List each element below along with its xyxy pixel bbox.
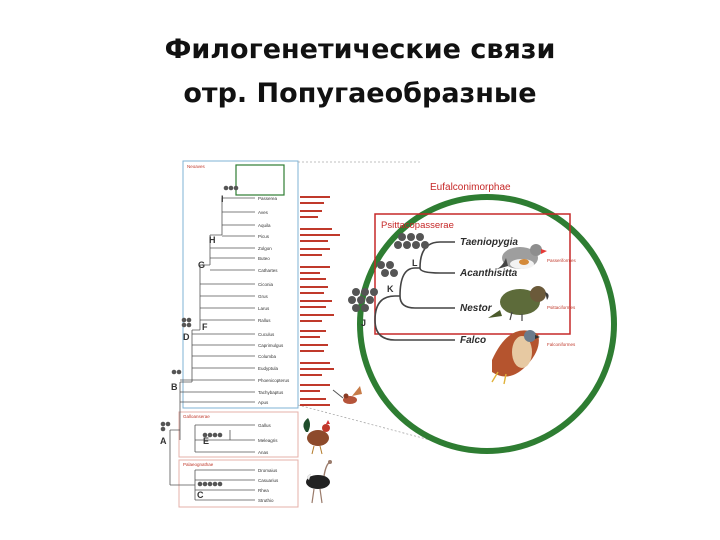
- tip-label: Zolgon: [258, 246, 272, 251]
- palaeognathae-label: Palaeognathae: [183, 462, 214, 467]
- taxon-label: Nestor: [460, 303, 493, 314]
- psittaciformes-label: Psittaciformes: [547, 305, 576, 310]
- ostrich-image: [306, 460, 332, 503]
- tip-label: Ciconia: [258, 282, 274, 287]
- rooster-image: [303, 418, 330, 454]
- tip-label: Grus: [258, 294, 269, 299]
- tip-label: Cathartes: [258, 268, 278, 273]
- taxon-label: Acanthisitta: [459, 268, 518, 279]
- tip-label: Rallus: [258, 318, 271, 323]
- tip-label: Eudyptula: [258, 366, 279, 371]
- tip-label: Casuarius: [258, 478, 279, 483]
- node-label: G: [198, 260, 205, 270]
- node-label: A: [160, 436, 167, 446]
- tip-label: Columba: [258, 354, 277, 359]
- node-label: B: [171, 382, 178, 392]
- node-label: F: [202, 322, 208, 332]
- tip-label: Caprimulgus: [258, 343, 284, 348]
- zoom-inset-ring: [360, 197, 614, 451]
- tip-label: Gallus: [258, 423, 272, 428]
- passeriformes-label: Passeriformes: [547, 258, 577, 263]
- tip-label: Larus: [258, 306, 270, 311]
- tip-label: Phoenicopterus: [258, 378, 290, 383]
- tip-label: Anas: [258, 450, 269, 455]
- gene-dot-clusters: [161, 186, 239, 487]
- neoaves-label: Neoaves: [187, 164, 206, 169]
- node-label: C: [197, 490, 204, 500]
- node-label: I: [221, 194, 224, 204]
- taxon-label: Taeniopygia: [460, 237, 518, 248]
- tip-label: Rhea: [258, 488, 269, 493]
- psittacopasserae-label: Psittacopasserae: [381, 220, 454, 231]
- taxon-label: Falco: [460, 335, 486, 346]
- tip-label: Apus: [258, 400, 269, 405]
- tip-label: Passerea: [258, 196, 278, 201]
- tip-label: Buteo: [258, 256, 270, 261]
- tip-label: Picus: [258, 234, 270, 239]
- node-label: E: [203, 436, 209, 446]
- tip-label: Tachybaptus: [258, 390, 284, 395]
- tip-label: Aves: [258, 210, 269, 215]
- falconiformes-label: Falconiformes: [547, 342, 576, 347]
- node-label: D: [183, 332, 190, 342]
- tip-label: Dromaius: [258, 468, 278, 473]
- tip-label: Cuculus: [258, 332, 275, 337]
- node-label: H: [209, 235, 216, 245]
- tip-label: Struthio: [258, 498, 274, 503]
- inset-node-label: L: [412, 258, 418, 268]
- order-annotations: [300, 196, 340, 406]
- tip-label: Aquila: [258, 223, 271, 228]
- tip-label: Meleagris: [258, 438, 278, 443]
- highlight-box: [236, 165, 284, 195]
- eufalconimorphae-label: Eufalconimorphae: [430, 182, 511, 193]
- galloanserae-label: Galloanserae: [183, 414, 210, 419]
- inset-node-label: J: [361, 318, 366, 328]
- inset-node-label: K: [387, 284, 394, 294]
- hummingbird-image: [333, 386, 362, 404]
